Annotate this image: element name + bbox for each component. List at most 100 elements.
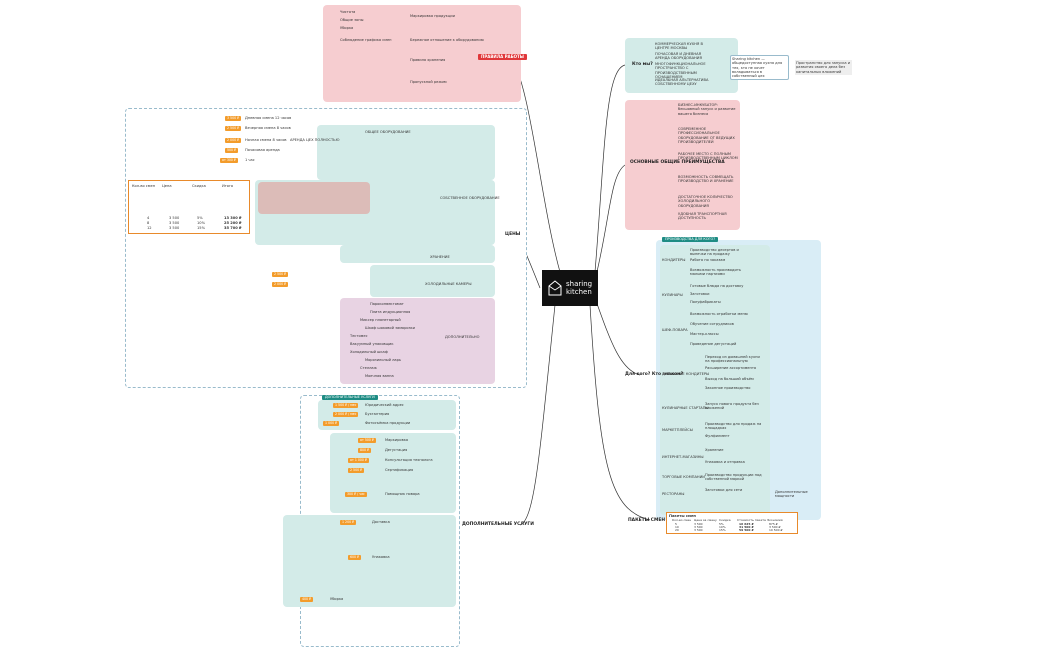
extra-label: Помощник повара [385,492,420,496]
work-rules-zone [323,5,521,102]
who-description: Sharing kitchen — общедоступная кухня дл… [730,55,789,81]
extra-label: Фотосъёмка продукции [365,421,411,425]
prices-lavender [340,298,495,384]
price-label: Почасовая аренда [245,148,280,152]
rule-item: Бережное отношение к оборудованию [410,38,484,42]
group-name: МАРКЕТПЛЕЙСЫ [662,428,693,432]
extra-teal-3 [283,515,456,607]
link-shifts [589,304,651,521]
group-item: Заготовки для сети [705,488,743,492]
extra-tag: от 1 000 ₽ [348,458,369,463]
group-item: Работа по заказам [690,258,726,262]
price-tag: 3 500 ₽ [225,116,242,121]
price-label: Вечерняя смена 8 часов [245,126,291,130]
rule-item: Чистота [340,10,356,14]
extra-label: Сертификация [385,468,414,472]
extra-label: Доставка [372,520,390,524]
branch-advantages[interactable]: ОСНОВНЫЕ ОБЩИЕ ПРЕИМУЩЕСТВА [630,160,725,165]
extra-teal-2 [330,433,456,513]
extra-section-header: ДОПОЛНИТЕЛЬНЫЕ УСЛУГИ [322,395,378,400]
branch-who[interactable]: Кто мы? [632,62,653,67]
extra-tag: 1 500 ₽ / мес [333,403,359,408]
extra-tag: 600 ₽ [348,555,362,560]
who-zone [625,38,738,93]
advantage-item: УДОБНАЯ ТРАНСПОРТНАЯ ДОСТУПНОСТЬ [678,212,727,221]
price-label: Ночная смена 8 часов [245,138,287,142]
who-item: ИДЕАЛЬНАЯ АЛЬТЕРНАТИВА СОБСТВЕННОМУ ЦЕХУ [655,78,709,87]
who-item: МНОГОФУНКЦИОНАЛЬНОЕ ПРОСТРАНСТВО С ПРОИЗ… [655,62,706,79]
price-section: ХОЛОДИЛЬНЫЕ КАМЕРЫ [425,282,472,286]
branch-extra[interactable]: ДОПОЛНИТЕЛЬНЫЕ УСЛУГИ [462,522,534,527]
extra-label: Уборка [330,597,344,601]
equipment-item: Вакуумный упаковщик [350,342,394,346]
group-item: Обучение сотрудников [690,322,734,326]
advantage-item: СОВРЕМЕННОЕ ПРОФЕССИОНАЛЬНОЕ ОБОРУДОВАНИ… [678,127,735,144]
group-item: Законное производство [705,386,751,390]
rule-item: Уборка [340,26,354,30]
branch-who-for[interactable]: Для кого? Кто знаком? [625,372,684,377]
price-table: Кол-во смен Цена Скидка Итого 4 3 500 5%… [128,180,250,234]
extra-label: Дегустация [385,448,408,452]
group-name: КУЛИНАРНЫЕ СТАРТАПЫ [662,406,709,410]
group-item: Производство для продаж на площадках [705,422,762,431]
price-label: 1 час [245,158,255,162]
extra-tag: 1 200 ₽ [340,520,357,525]
prices-brown [258,182,370,214]
price-tag: от 300 ₽ [220,158,238,163]
rule-item: Правила хранения [410,58,446,62]
group-item: Заготовки [690,292,710,296]
extra-label: Юридический адрес [365,403,404,407]
group-item: Полуфабрикаты [690,300,721,304]
advantage-item: БИЗНЕС-ИНКУБАТОР: бесшовный запуск и раз… [678,103,736,116]
price-tag: 2 000 ₽ [225,138,242,143]
price-tag: 500 ₽ [225,148,239,153]
group-item: Проведение дегустаций [690,342,737,346]
logo-node[interactable]: sharing kitchen [542,270,598,306]
price-tag: 2 500 ₽ [225,126,242,131]
rule-item: Маркировка продукции [410,14,455,18]
who-item: КОММЕРЧЕСКАЯ КУХНЯ В ЦЕНТРЕ МОСКВЫ [655,42,703,51]
price-section: ХРАНЕНИЕ [430,255,450,259]
group-name: КУЛИНАРЫ [662,293,683,297]
branch-shifts[interactable]: ПАКЕТЫ СМЕН [628,518,665,523]
extra-tag: 2 500 ₽ [348,468,365,473]
price-tag-extra: 2 500 ₽ [272,272,289,277]
rule-item: Соблюдение графика смен [340,38,392,42]
advantage-item: ДОСТАТОЧНОЕ КОЛИЧЕСТВО ХОЛОДИЛЬНОГО ОБОР… [678,195,733,208]
extra-tag: 1 000 ₽ [323,421,340,426]
group-name: КОНДИТЕРЫ [662,258,686,262]
prices-teal-1 [317,125,495,180]
extra-label: Маркировка [385,438,409,442]
group-item: Переход из домашней кухни на профессиона… [705,355,760,364]
rule-item: Общие зоны [340,18,364,22]
extra-label: Упаковка [372,555,390,559]
link-advantages [594,164,626,281]
branch-prices[interactable]: ЦЕНЫ [505,232,521,237]
logo-text-1: sharing [566,280,593,288]
prices-teal-3 [340,245,495,263]
branch-work-rules[interactable]: ПРАВИЛА РАБОТЫ [478,54,527,60]
price-section: АРЕНДА ЦЕХ ПОЛНОСТЬЮ [290,138,340,142]
extra-tag: 2 000 ₽ / мес [333,412,359,417]
shift-table: Пакеты смен Кол-во смен Цена за смену Ск… [666,512,798,534]
link-who-for [594,297,641,376]
group-name: ДОМАШНИЕ КОНДИТЕРЫ [662,372,710,376]
group-name: ШЕФ-ПОВАРА [662,328,688,332]
group-item: Производство продукции под собственной м… [705,473,762,482]
group-item: Упаковка и отправка [705,460,745,464]
rule-item: Пропускной режим [410,80,447,84]
equipment-item: Тестомес [350,334,368,338]
logo-icon [548,280,562,296]
price-tag-extra: 2 000 ₽ [272,282,289,287]
prices-teal-4 [370,265,495,297]
equipment-item: Миксер планетарный [360,318,401,322]
group-name: РЕСТОРАНЫ [662,492,685,496]
price-section: ОБЩЕЕ ОБОРУДОВАНИЕ [365,130,411,134]
group-item: Мастер-классы [690,332,719,336]
price-section: СОБСТВЕННОЕ ОБОРУДОВАНИЕ [440,196,500,200]
equipment-item: Морозильный ларь [365,358,402,362]
group-item: Готовые блюда на доставку [690,284,744,288]
equipment-item: Холодильный шкаф [350,350,388,354]
price-section: ДОПОЛНИТЕЛЬНО [445,335,480,339]
group-name: ТОРГОВЫЕ КОМПАНИИ [662,475,705,479]
